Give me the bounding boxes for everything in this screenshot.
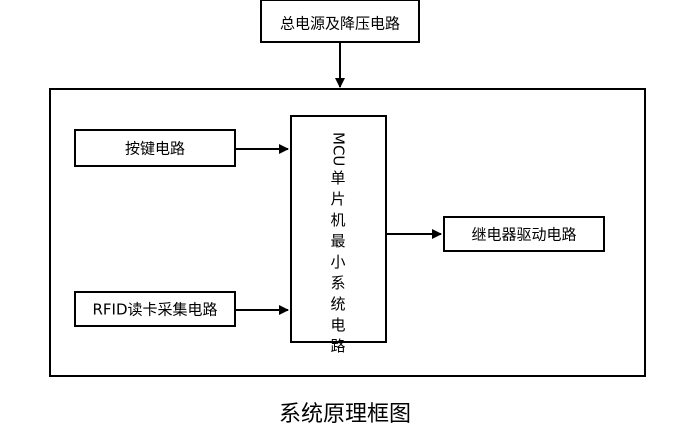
rfid-circuit-label: RFID读卡采集电路: [92, 301, 217, 319]
relay-driver-block: 继电器驱动电路: [443, 216, 605, 252]
diagram-caption: 系统原理框图: [279, 402, 411, 427]
power-supply-label: 总电源及降压电路: [280, 15, 400, 33]
power-supply-block: 总电源及降压电路: [260, 0, 420, 43]
rfid-circuit-block: RFID读卡采集电路: [74, 291, 236, 327]
mcu-label: 单片机最小系统电路: [330, 169, 345, 355]
mcu-block: 单片机最小系统电路 MCU: [290, 115, 387, 355]
key-circuit-block: 按键电路: [74, 129, 236, 167]
key-circuit-label: 按键电路: [125, 140, 185, 158]
mcu-label-latin: MCU: [330, 132, 348, 166]
relay-driver-label: 继电器驱动电路: [471, 226, 576, 244]
system-frame: [49, 88, 646, 377]
